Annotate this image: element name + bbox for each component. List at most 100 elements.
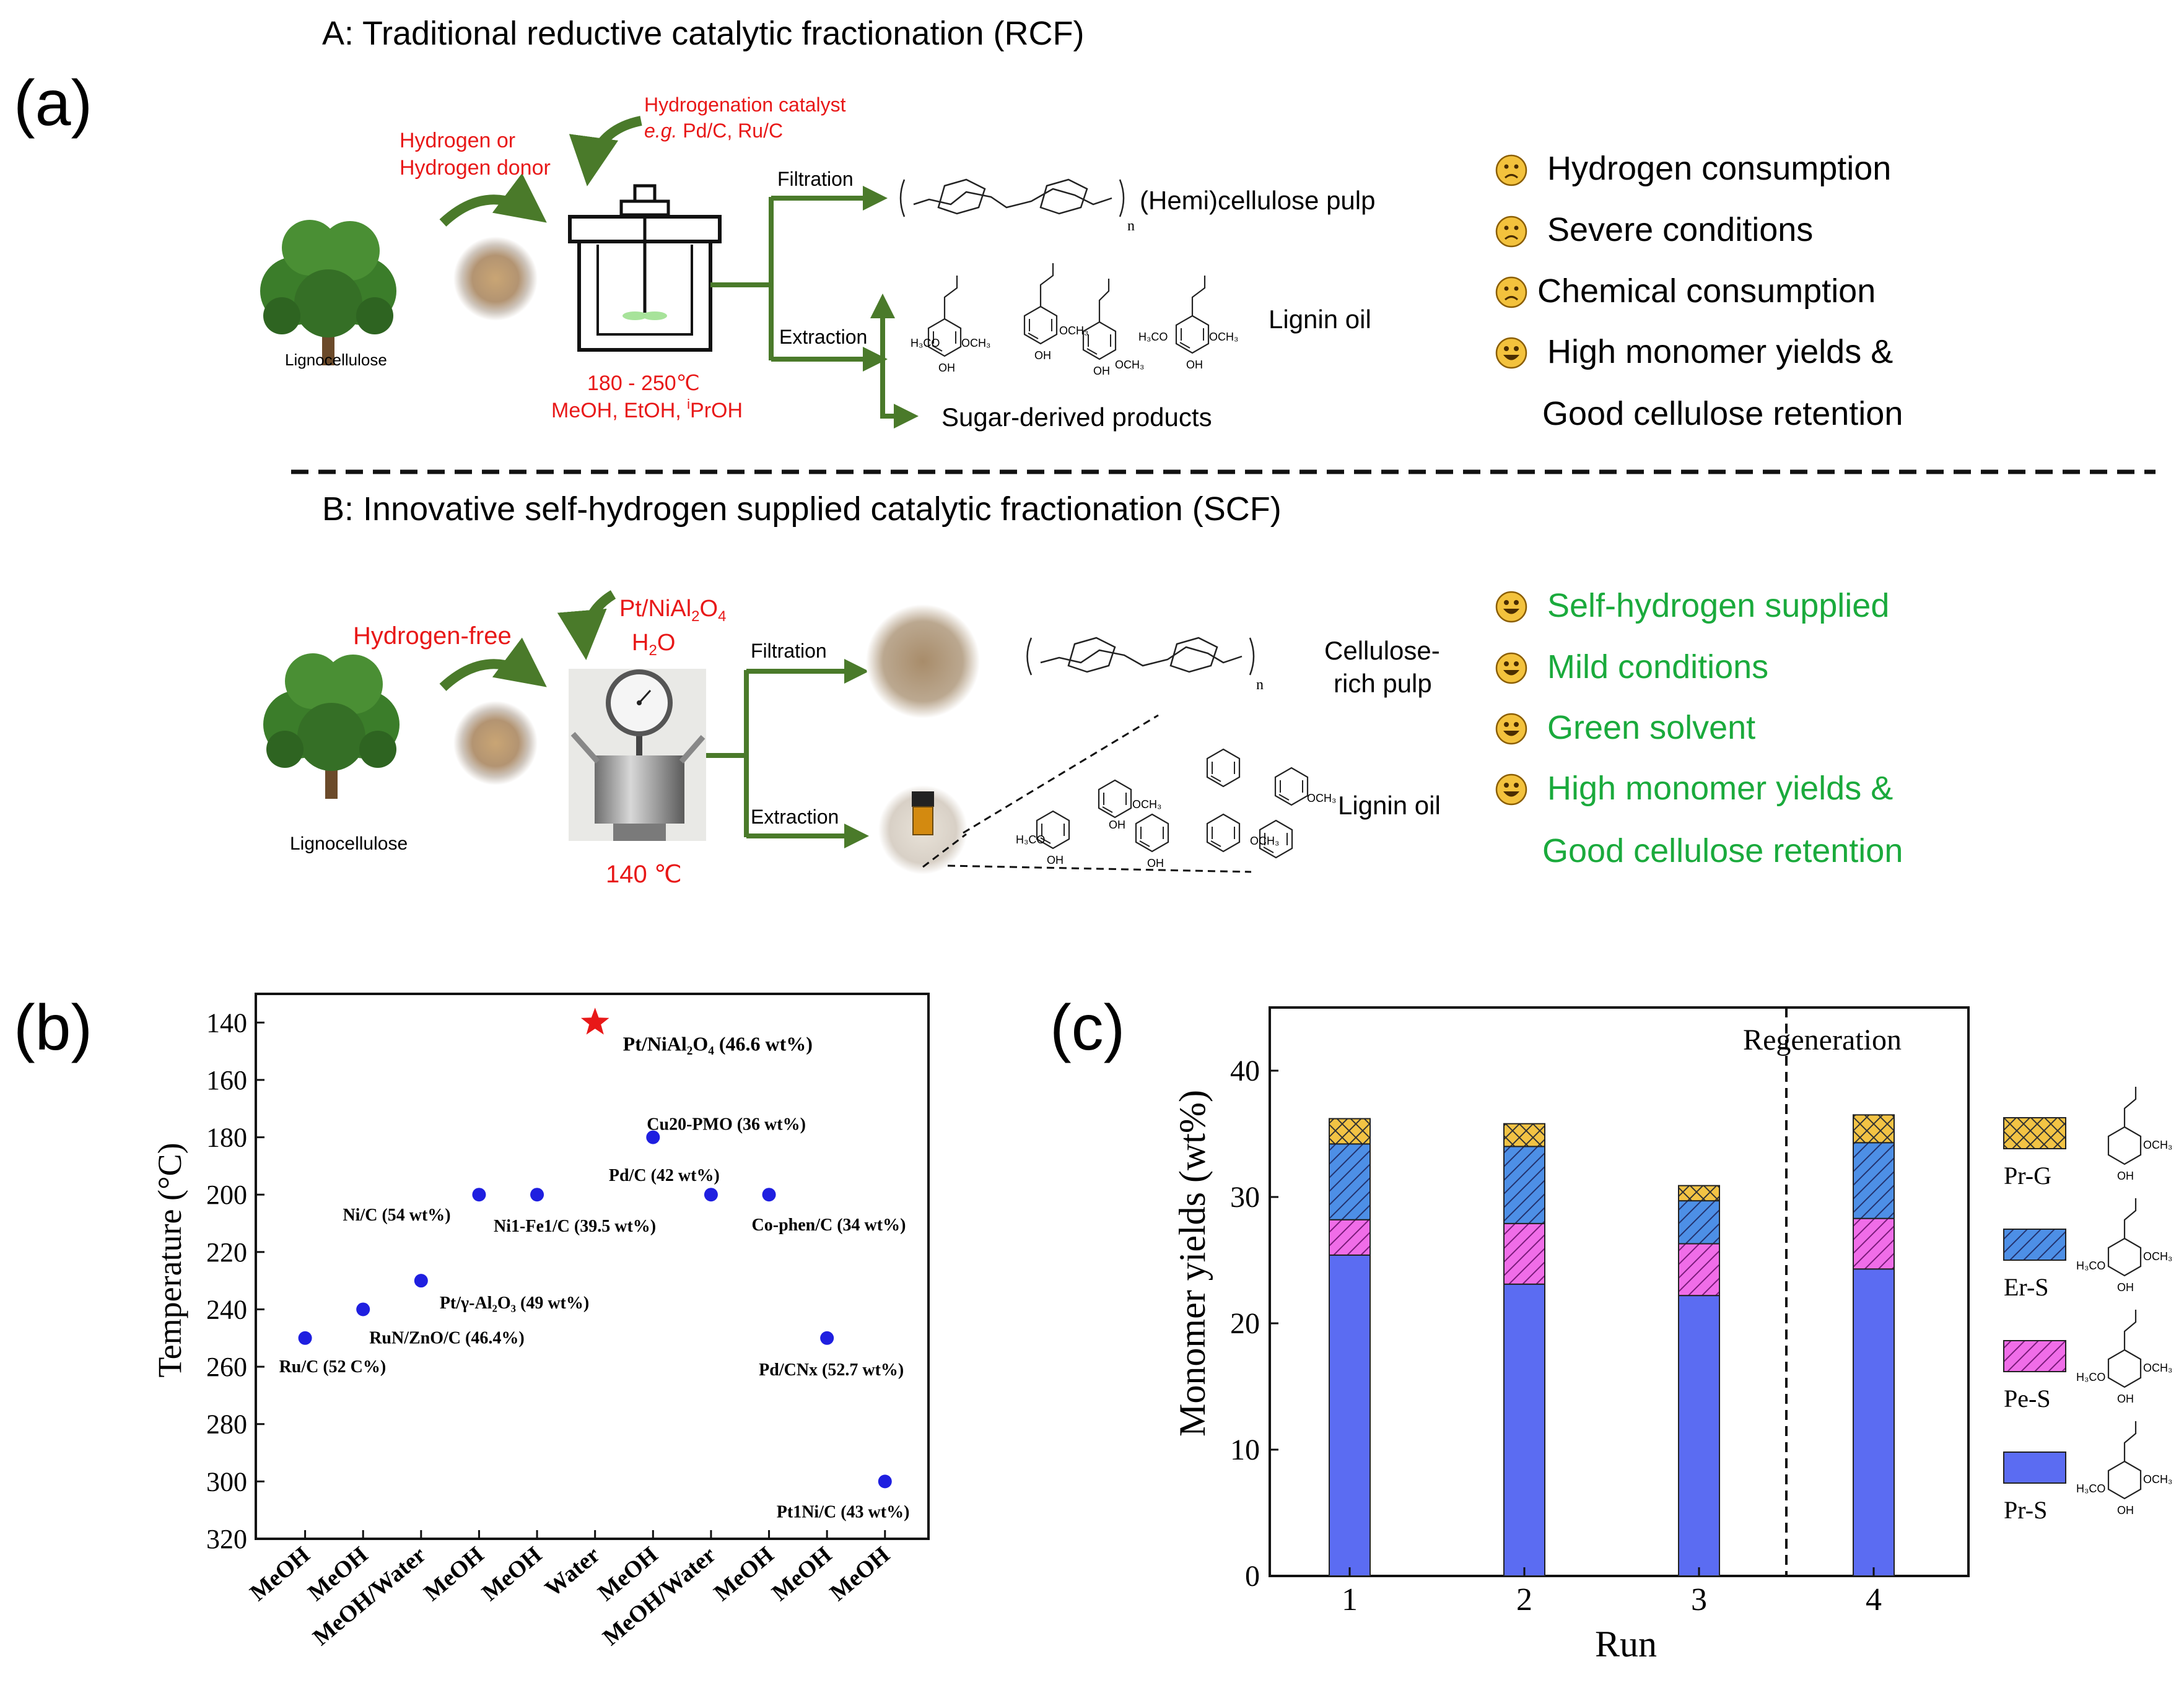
legend-swatch [2003, 1229, 2066, 1261]
scatter-point [530, 1188, 544, 1202]
x-tick-label: MeOH [477, 1542, 547, 1606]
legend-oh: OH [2117, 1281, 2134, 1294]
y-tick-label: 20 [1230, 1307, 1260, 1340]
legend-structure-chain [2123, 1310, 2137, 1350]
tree-label: Lignocellulose [285, 350, 387, 369]
bar-segment-er-s [1853, 1142, 1895, 1219]
repeat-n-b: n [1256, 677, 1264, 693]
oil-label-a: Lignin oil [1269, 305, 1371, 334]
zoom-line-pulp [963, 714, 1159, 834]
feed-arrow-b [439, 637, 547, 691]
vial-icon [912, 791, 934, 835]
chart-c-xlabel: Run [1595, 1624, 1657, 1665]
legend-swatch [2003, 1340, 2066, 1372]
legend-structure-ring [2107, 1237, 2142, 1277]
y-tick-label: 320 [206, 1524, 247, 1554]
bar-segment-pr-s [1853, 1268, 1895, 1577]
hydrogen-free-label: Hydrogen-free [353, 622, 512, 650]
sugar-label-a: Sugar-derived products [941, 403, 1212, 432]
filtration-label-b: Filtration [751, 640, 827, 662]
biomass-powder-icon [453, 701, 538, 785]
panel-c-label: (c) [1050, 992, 1125, 1064]
temperature-label-b: 140 ℃ [606, 861, 682, 888]
bar-segment-er-s [1503, 1146, 1545, 1224]
x-tick-label: MeOH [245, 1542, 315, 1606]
legend-h3co: H₃CO [2076, 1371, 2105, 1383]
legend-label: Er-S [2004, 1273, 2049, 1301]
legend-oh: OH [2117, 1170, 2134, 1182]
bar-segment-pr-s [1503, 1283, 1545, 1577]
legend-label: Pr-S [2004, 1496, 2047, 1524]
point-label: RuN/ZnO/C (46.4%) [369, 1328, 524, 1347]
scatter-point [704, 1188, 718, 1202]
point-label: Pt/NiAl₂O₄ (46.6 wt%) [623, 1032, 813, 1055]
chem-h3co-a4: H₃CO [1138, 331, 1168, 343]
chem-oh-a4: OH [1186, 359, 1203, 371]
legend-structure-ring [2107, 1460, 2142, 1500]
cellulose-structure-b [1026, 637, 1255, 676]
legend-oh: OH [2117, 1393, 2134, 1405]
happy-face-icon [1495, 652, 1527, 684]
scatter-point [646, 1130, 660, 1144]
lignin-monomers-a [927, 263, 1210, 360]
y-tick-label: 140 [206, 1007, 247, 1038]
pulp-photo [866, 604, 980, 718]
legend-swatch [2003, 1117, 2066, 1149]
pulp-label-a: (Hemi)cellulose pulp [1140, 186, 1375, 215]
con-item-3: Chemical consumption [1537, 272, 1876, 310]
panel-a-title: A: Traditional reductive catalytic fract… [322, 15, 1084, 52]
chem-oh-a1: OH [938, 362, 955, 374]
hydrogen-line-1: Hydrogen or [400, 129, 515, 152]
panel-b-scheme: B: Innovative self-hydrogen supplied cat… [263, 490, 1903, 888]
con-item-4: High monomer yields & [1547, 333, 1893, 370]
tree-icon [260, 220, 396, 365]
y-tick-label: 280 [206, 1409, 247, 1440]
bar-segment-pr-g [1678, 1185, 1720, 1202]
pro-item-2: Mild conditions [1547, 648, 1768, 685]
scatter-point [414, 1274, 428, 1288]
y-tick-label: 160 [206, 1065, 247, 1095]
conditions-solvent: MeOH, EtOH, iPrOH [551, 396, 743, 422]
bar-segment-pe-s [1853, 1217, 1895, 1270]
catalyst-label-b: Pt/NiAl2O4 [619, 596, 726, 625]
y-tick-label: 220 [206, 1237, 247, 1268]
feed-arrow [439, 173, 547, 227]
chart-c-frame [1269, 1006, 1970, 1577]
chem-och3-b2: OCH₃ [1132, 798, 1161, 811]
hydrogen-line-2: Hydrogen donor [400, 156, 551, 180]
chart-b-ylabel: Temperature (°C) [151, 1142, 188, 1377]
extraction-label-b: Extraction [751, 806, 839, 828]
repeat-n-a: n [1127, 218, 1135, 234]
point-label: Pt/γ-Al₂O₃ (49 wt%) [440, 1294, 589, 1313]
chem-h3co-a1: H₃CO [911, 337, 940, 349]
chart-c-legend: Pr-GOCH₃OHEr-SOCH₃OHH₃COPe-SOCH₃OHH₃COPr… [2003, 1087, 2172, 1524]
pro-item-3: Green solvent [1547, 709, 1755, 746]
y-tick-label: 0 [1245, 1560, 1260, 1593]
regeneration-label: Regeneration [1743, 1024, 1902, 1056]
x-tick-label: 1 [1342, 1582, 1358, 1617]
scatter-point [762, 1188, 776, 1202]
pro-item-5: Good cellulose retention [1542, 832, 1903, 869]
legend-structure-ring [2107, 1349, 2142, 1388]
conditions-temp: 180 - 250℃ [587, 372, 700, 395]
pulp-line-2: rich pulp [1334, 669, 1432, 698]
bar-segment-pr-s [1678, 1295, 1720, 1577]
panel-b-label: (b) [14, 992, 92, 1064]
chart-c-ylabel: Monomer yields (wt%) [1172, 1090, 1213, 1437]
scatter-point [878, 1474, 892, 1489]
happy-face-icon [1495, 591, 1527, 623]
legend-och3: OCH₃ [2143, 1250, 2172, 1263]
happy-face-icon [1495, 713, 1527, 745]
chem-och3-a3: OCH₃ [1115, 359, 1144, 371]
x-tick-label: 3 [1691, 1582, 1707, 1617]
y-tick-label: 10 [1230, 1434, 1260, 1466]
panel-a: (a) A: Traditional reductive catalytic f… [14, 15, 1903, 432]
y-tick-label: 240 [206, 1294, 247, 1325]
sad-face-icon [1495, 215, 1527, 248]
legend-structure-ring [2107, 1126, 2142, 1165]
y-tick-label: 260 [206, 1352, 247, 1382]
bar-segment-pe-s [1503, 1222, 1545, 1285]
